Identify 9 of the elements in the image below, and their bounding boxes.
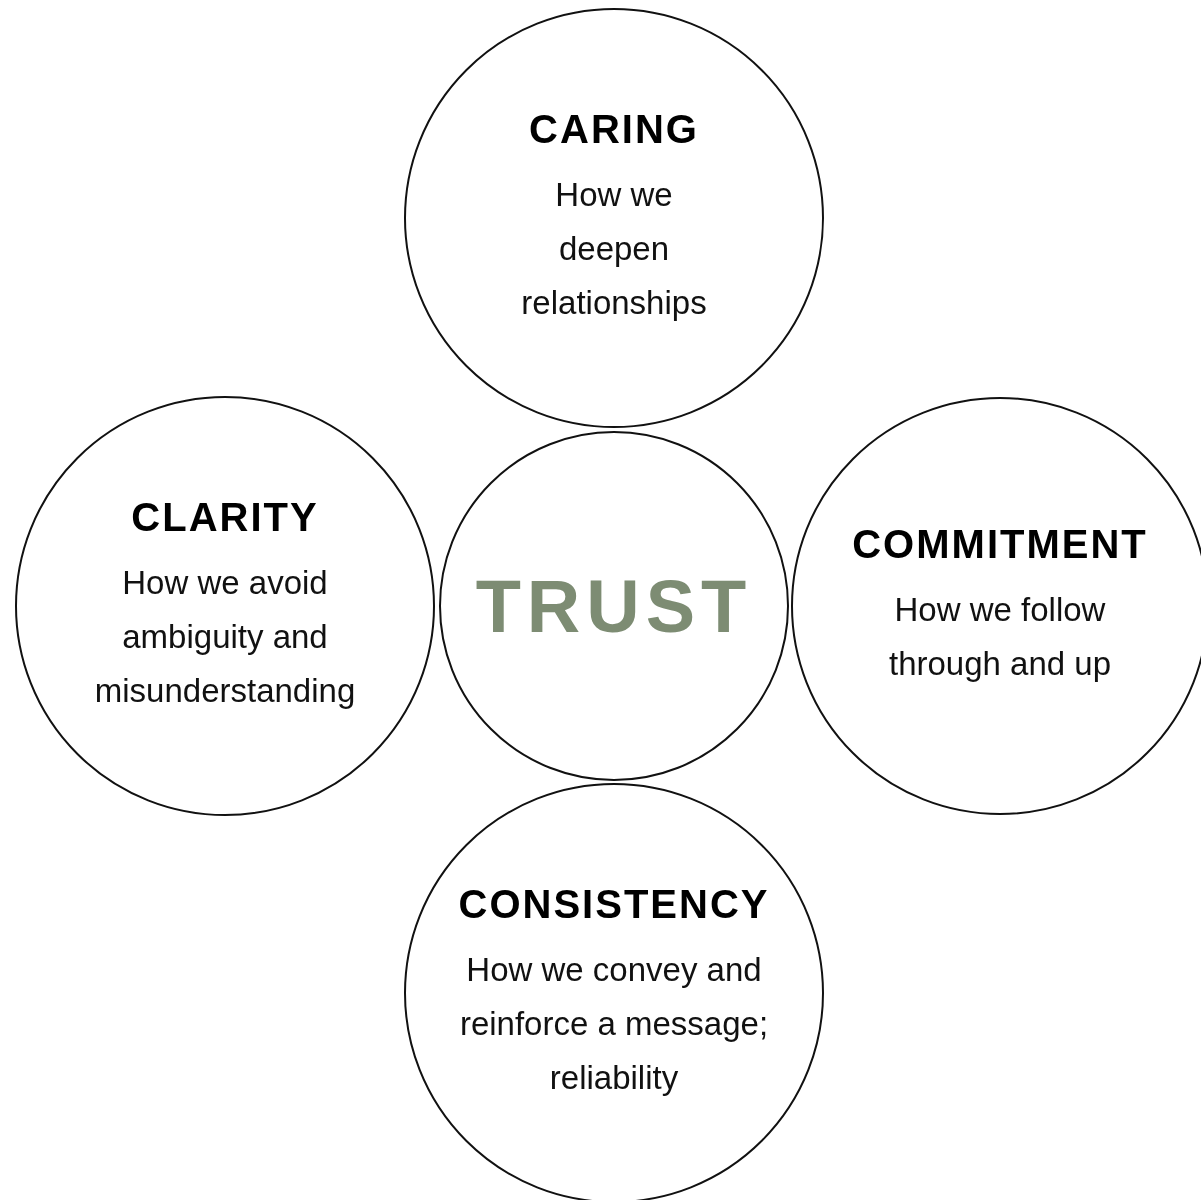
node-heading: COMMITMENT: [852, 521, 1148, 567]
node-heading: TRUST: [475, 563, 753, 649]
node-heading: CONSISTENCY: [458, 881, 770, 927]
node-heading: CARING: [529, 106, 699, 152]
node-description: How we avoid ambiguity and misunderstanding: [93, 562, 357, 711]
node-heading: CLARITY: [131, 494, 319, 540]
node-description: How we convey and reinforce a message; reliability: [458, 949, 770, 1098]
node-description: How we deepen relationships: [520, 174, 708, 323]
node-description: How we follow through and up: [888, 589, 1112, 684]
